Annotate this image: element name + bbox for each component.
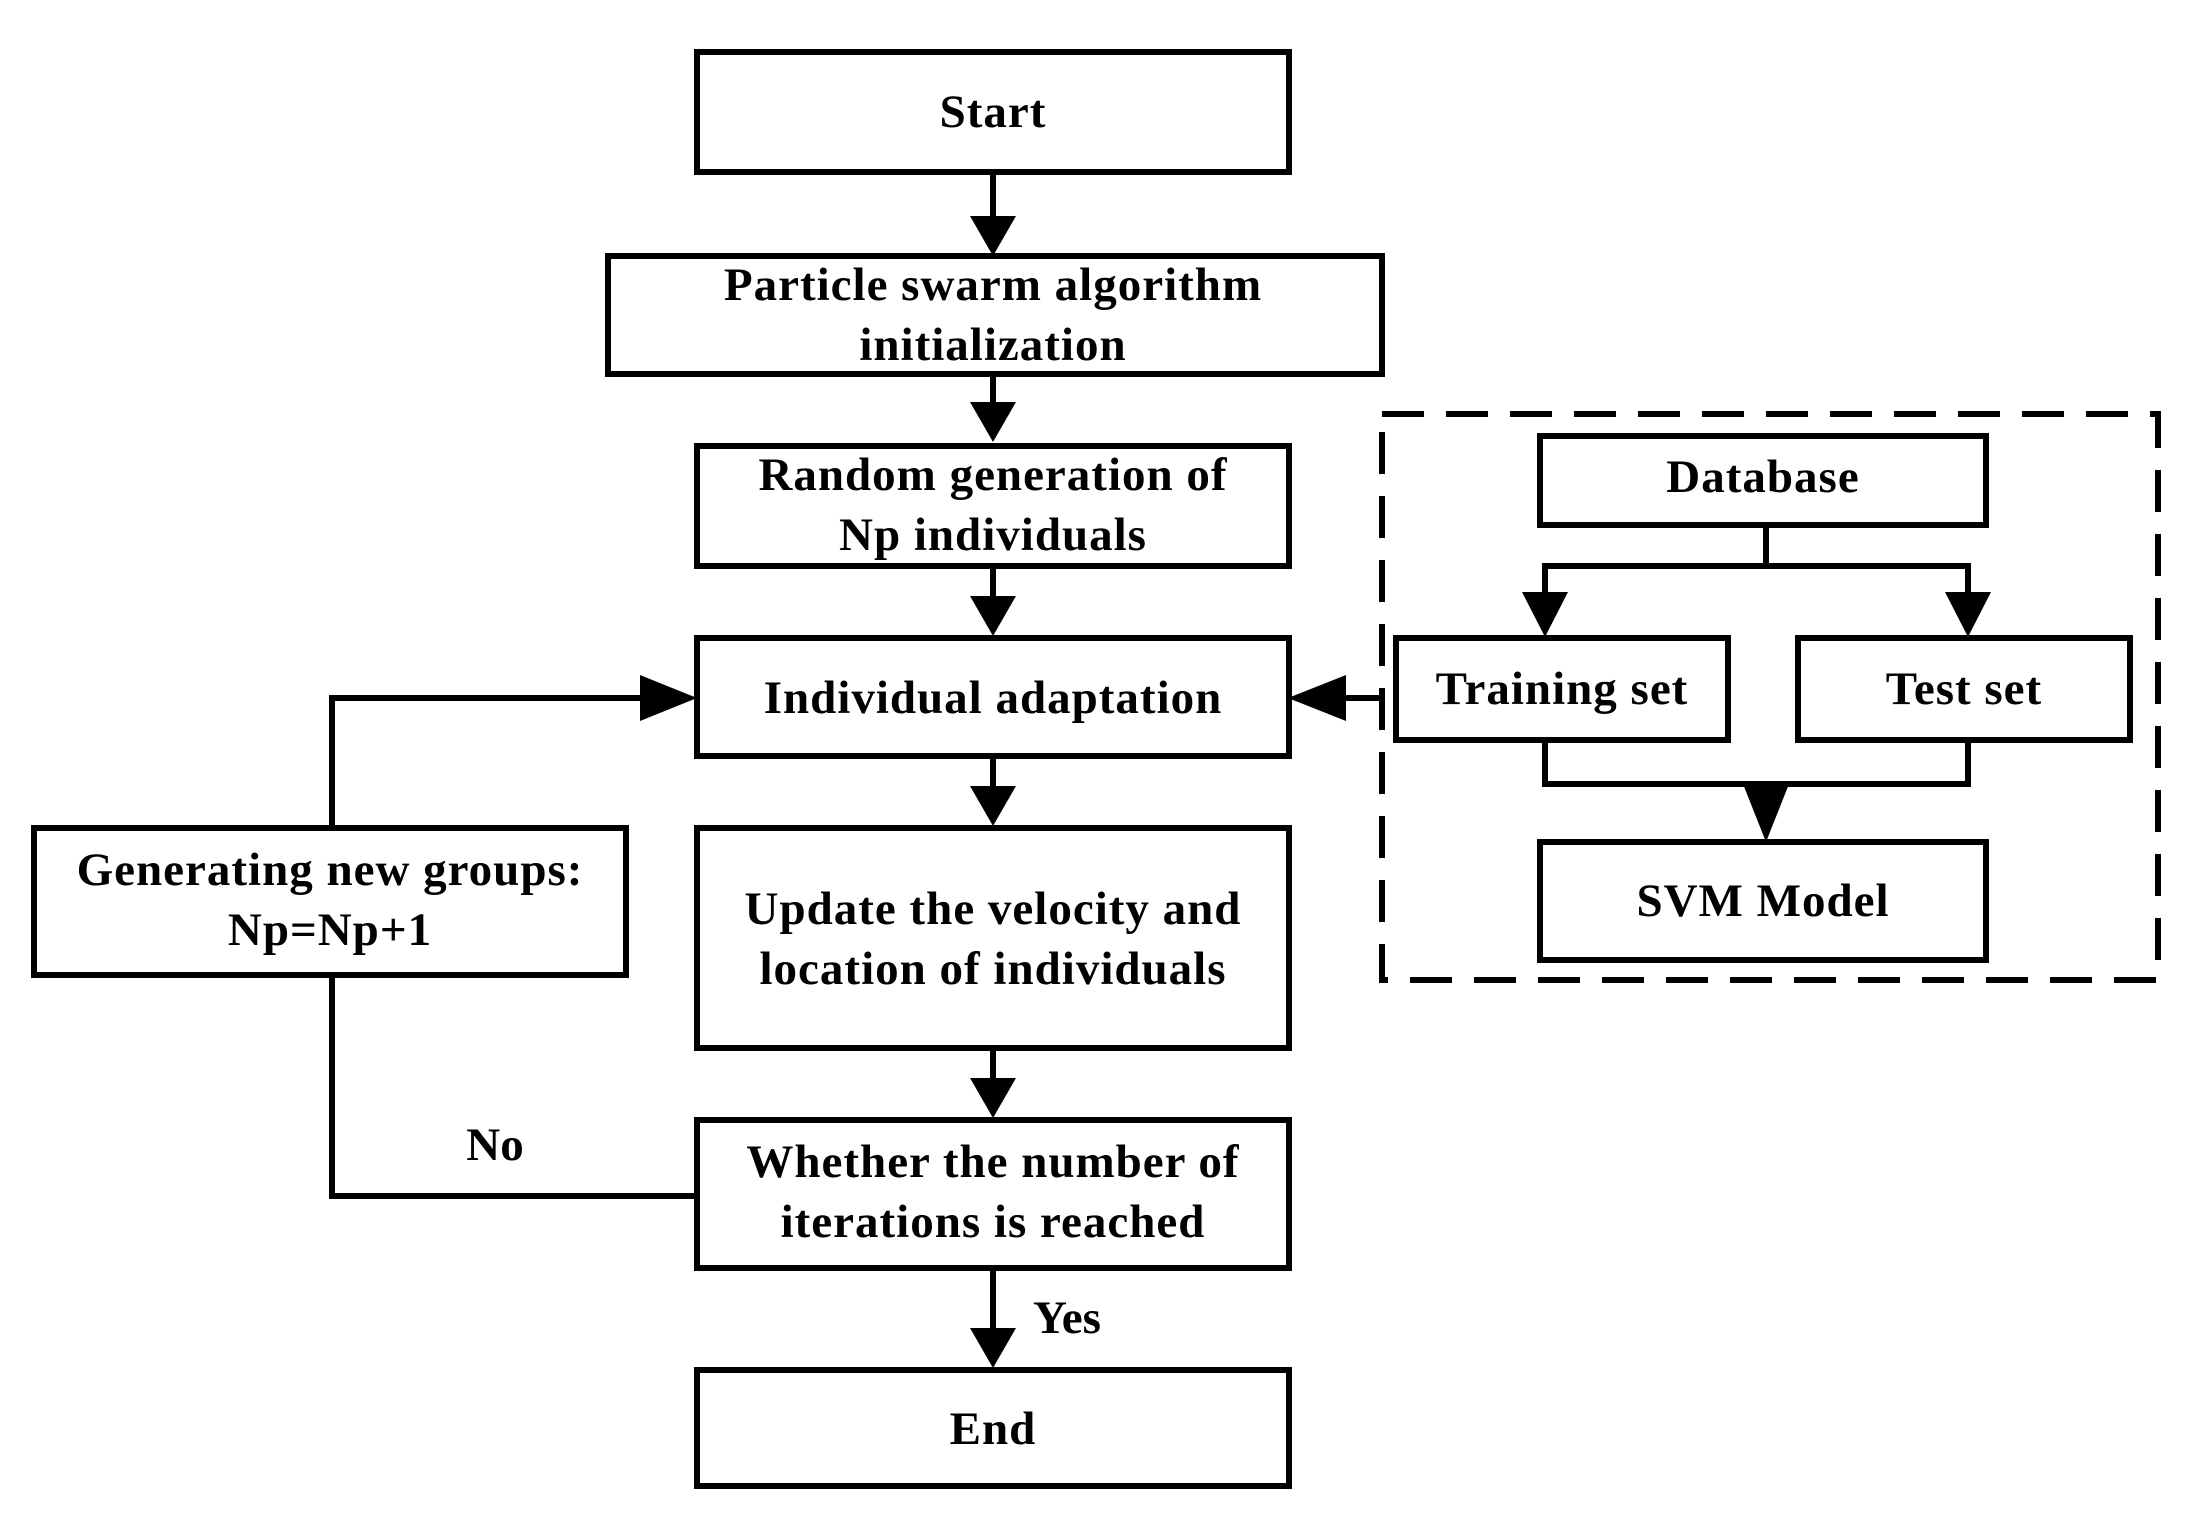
edge-label-no: No bbox=[466, 1119, 523, 1171]
node-svm-model: SVM Model bbox=[1537, 839, 1989, 963]
node-individual-adaptation-label-line-1: Individual adaptation bbox=[764, 672, 1223, 724]
arrow-update-to-check bbox=[970, 1078, 1016, 1118]
edge-check-to-new-groups bbox=[329, 975, 697, 1199]
node-training-set-label: Training set bbox=[1436, 663, 1689, 715]
node-new-groups-label-line-1: Generating new groups: bbox=[77, 844, 584, 896]
edge-label-yes: Yes bbox=[1033, 1292, 1101, 1344]
node-test-set: Test set bbox=[1795, 635, 2133, 743]
edge-new-groups-to-adaptation bbox=[329, 695, 640, 828]
node-pso-initialization: Particle swarm algorithm initialization bbox=[605, 253, 1385, 377]
node-start-label-line-1: Start bbox=[940, 86, 1047, 138]
node-end: End bbox=[694, 1367, 1292, 1489]
arrow-check-to-end bbox=[970, 1328, 1016, 1368]
arrow-adaptation-to-update bbox=[970, 786, 1016, 826]
arrow-init-to-random bbox=[970, 402, 1016, 442]
node-end-label: End bbox=[950, 1403, 1037, 1455]
node-update-velocity-label: Update the velocity and location of indiv… bbox=[745, 883, 1242, 995]
node-new-groups-label: Generating new groups: Np=Np+1 bbox=[77, 844, 584, 956]
edge-training-to-svm bbox=[1542, 740, 1971, 787]
node-start-label: Start bbox=[940, 86, 1047, 138]
node-pso-initialization-label-line-2: initialization bbox=[859, 319, 1126, 371]
node-random-generation: Random generation of Np individuals bbox=[694, 443, 1292, 569]
node-new-groups-label-line-2: Np=Np+1 bbox=[228, 904, 432, 956]
node-iteration-check: Whether the number of iterations is reach… bbox=[694, 1117, 1292, 1271]
node-training-set-label-line-1: Training set bbox=[1436, 663, 1689, 715]
node-test-set-label-line-1: Test set bbox=[1886, 663, 2042, 715]
node-svm-model-label-line-1: SVM Model bbox=[1636, 875, 1889, 927]
node-individual-adaptation: Individual adaptation bbox=[694, 635, 1292, 759]
node-database-label-line-1: Database bbox=[1666, 451, 1859, 503]
node-pso-initialization-label: Particle swarm algorithm initialization bbox=[724, 259, 1262, 371]
node-database: Database bbox=[1537, 433, 1989, 528]
node-update-velocity-label-line-1: Update the velocity and bbox=[745, 883, 1242, 935]
node-new-groups: Generating new groups: Np=Np+1 bbox=[31, 825, 629, 978]
node-iteration-check-label: Whether the number of iterations is reach… bbox=[746, 1136, 1240, 1248]
node-pso-initialization-label-line-1: Particle swarm algorithm bbox=[724, 259, 1262, 311]
node-random-generation-label-line-1: Random generation of bbox=[758, 449, 1227, 501]
arrow-start-to-init bbox=[970, 216, 1016, 256]
node-start: Start bbox=[694, 49, 1292, 175]
connectors bbox=[329, 172, 1991, 1368]
arrow-new-groups-to-adaptation bbox=[640, 675, 697, 721]
arrow-pipeline-to-adaptation bbox=[1288, 675, 1346, 721]
node-update-velocity: Update the velocity and location of indiv… bbox=[694, 825, 1292, 1051]
node-training-set: Training set bbox=[1393, 635, 1731, 743]
arrow-random-to-adaptation bbox=[970, 596, 1016, 636]
arrow-merge-to-svm bbox=[1743, 784, 1789, 842]
node-individual-adaptation-label: Individual adaptation bbox=[764, 672, 1223, 724]
arrow-database-to-training bbox=[1522, 592, 1568, 637]
edge-database-to-test bbox=[1766, 563, 1971, 592]
node-iteration-check-label-line-2: iterations is reached bbox=[781, 1196, 1206, 1248]
edge-database-split bbox=[1542, 525, 1769, 592]
node-random-generation-label: Random generation of Np individuals bbox=[758, 449, 1227, 561]
node-svm-model-label: SVM Model bbox=[1636, 875, 1889, 927]
arrow-database-to-test bbox=[1945, 592, 1991, 637]
node-test-set-label: Test set bbox=[1886, 663, 2042, 715]
node-update-velocity-label-line-2: location of individuals bbox=[760, 943, 1227, 995]
node-database-label: Database bbox=[1666, 451, 1859, 503]
node-iteration-check-label-line-1: Whether the number of bbox=[746, 1136, 1240, 1188]
node-random-generation-label-line-2: Np individuals bbox=[839, 509, 1147, 561]
node-end-label-line-1: End bbox=[950, 1403, 1037, 1455]
